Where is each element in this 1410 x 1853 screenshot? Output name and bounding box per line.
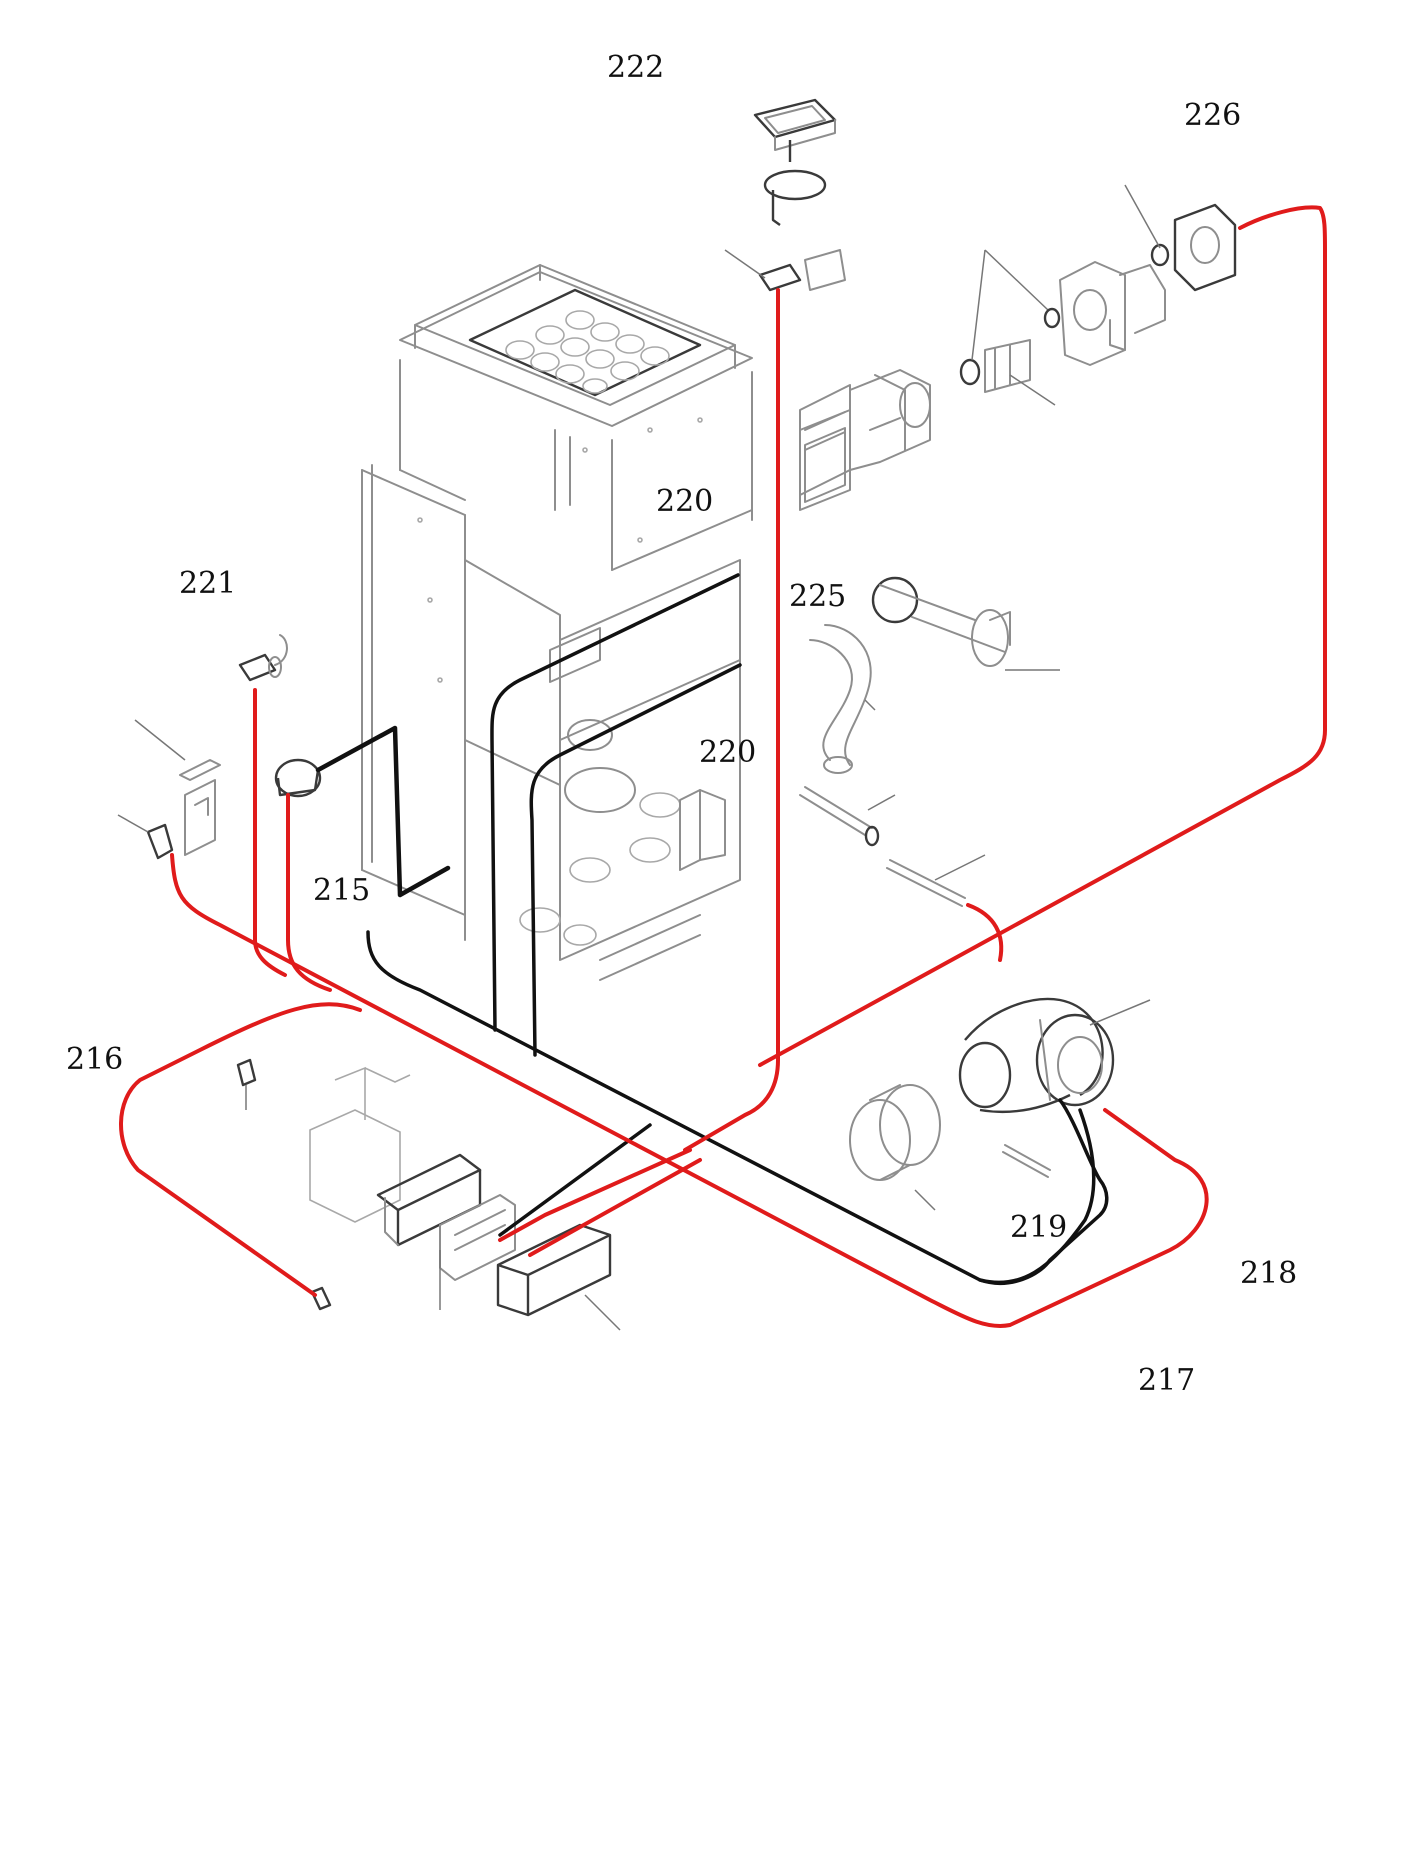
top-connector xyxy=(724,249,846,292)
thermostat-221 xyxy=(238,634,288,682)
label-225: 225 xyxy=(789,579,846,614)
display-panel-222 xyxy=(753,98,837,226)
label-220-upper: 220 xyxy=(656,484,713,519)
flexible-hose xyxy=(809,624,876,774)
label-221: 221 xyxy=(179,566,236,601)
sensor-216 xyxy=(236,1058,257,1110)
black-wires xyxy=(315,573,1109,1285)
label-226: 226 xyxy=(1184,98,1241,133)
motor-bracket xyxy=(1059,261,1166,366)
boiler-body xyxy=(361,264,753,981)
plug-connector xyxy=(310,1286,332,1311)
pressure-switch xyxy=(274,758,322,798)
collar-ring xyxy=(849,1084,941,1211)
top-grid-holes xyxy=(505,310,670,394)
label-220-lower: 220 xyxy=(699,735,756,770)
small-rod xyxy=(799,786,896,847)
label-219: 219 xyxy=(1010,1210,1067,1245)
label-216: 216 xyxy=(66,1042,123,1077)
burner-tube xyxy=(871,576,1060,671)
bracket-plate xyxy=(309,1066,411,1223)
label-215: 215 xyxy=(313,873,370,908)
sensor-small xyxy=(117,814,174,860)
part-labels: 215 216 217 218 219 220 220 221 222 225 … xyxy=(66,50,1297,1398)
probe-sensor xyxy=(1002,1144,1051,1178)
gear-motor-226 xyxy=(1124,184,1237,292)
red-wires xyxy=(119,205,1327,1328)
blower-fan xyxy=(958,997,1151,1114)
ignition-rod xyxy=(886,854,986,907)
feed-assembly xyxy=(799,369,931,496)
label-218: 218 xyxy=(1240,1256,1297,1291)
control-board xyxy=(376,1153,516,1310)
label-217: 217 xyxy=(1138,1363,1195,1398)
auger-part xyxy=(959,249,1061,406)
rivets xyxy=(417,417,703,683)
gasket-plate xyxy=(799,409,851,511)
safety-bracket xyxy=(134,719,221,856)
label-222: 222 xyxy=(607,50,664,85)
